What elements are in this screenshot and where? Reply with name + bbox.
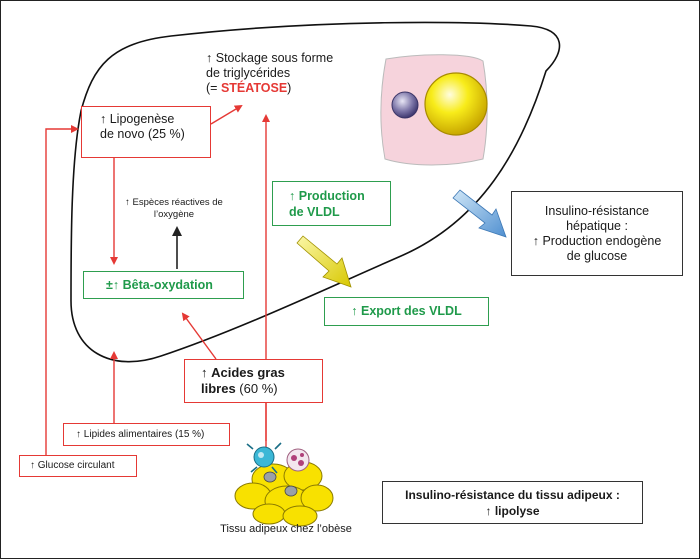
hepatic-line2: hépatique : — [566, 219, 628, 233]
arrow-lipogenesis-to-storage — [210, 104, 243, 125]
storage-line1: Stockage sous forme — [215, 51, 334, 65]
hepatic-line1: Insulino-résistance — [544, 204, 650, 218]
ros-line1: Espèces réactives de — [132, 197, 223, 208]
adipose-tissue-illustration — [234, 442, 334, 527]
up-arrow-icon: ↑ — [206, 51, 213, 65]
lipogenesis-line1: Lipogenèse — [109, 112, 175, 126]
lipid-droplet — [424, 72, 488, 136]
circulating-glucose-box: ↑ Glucose circulant — [19, 455, 137, 477]
adipose-insulin-resistance-box: Insulino-résistance du tissu adipeux : ↑… — [382, 481, 643, 524]
vldl-production-line1: Production — [298, 189, 365, 203]
lipogenesis-box: ↑ Lipogenèse de novo (25 %) — [81, 106, 211, 158]
beta-oxidation-label: Bêta-oxydation — [122, 278, 213, 292]
storage-paren-close: ) — [287, 81, 292, 95]
vldl-export-box: ↑ Export des VLDL — [324, 297, 489, 326]
plus-minus-up-arrow-icon: ±↑ — [106, 278, 120, 292]
yellow-arrow — [296, 235, 352, 288]
blue-arrow — [452, 189, 507, 238]
arrow-fa-to-beta — [181, 312, 217, 360]
ros-line2: l’oxygène — [153, 209, 195, 220]
hepatic-line4: de glucose — [566, 249, 628, 263]
dietary-lipids-box: ↑ Lipides alimentaires (15 %) — [63, 423, 230, 446]
vldl-production-line2: de VLDL — [289, 205, 340, 219]
up-arrow-icon: ↑ — [201, 365, 208, 380]
ros-label: ↑ Espèces réactives de l’oxygène — [119, 197, 229, 221]
up-arrow-icon: ↑ — [125, 197, 130, 208]
up-arrow-icon: ↑ — [100, 112, 107, 126]
hepatic-insulin-resistance-box: Insulino-résistance hépatique : ↑ Produc… — [511, 191, 683, 276]
up-arrow-icon: ↑ — [76, 429, 81, 440]
circulating-glucose-label: Glucose circulant — [37, 460, 115, 471]
up-arrow-icon: ↑ — [30, 460, 35, 471]
fatty-acids-percent: (60 %) — [235, 381, 278, 396]
storage-line2: de triglycérides — [206, 66, 291, 80]
free-fatty-acids-box: ↑ Acides gras libres (60 %) — [184, 359, 323, 403]
lipogenesis-line2: de novo (25 %) — [100, 127, 185, 141]
storage-label: ↑ Stockage sous forme de triglycérides (… — [206, 51, 333, 96]
fatty-acids-line1: Acides gras — [211, 365, 285, 380]
up-arrow-icon: ↑ — [289, 189, 296, 203]
adipose-line1: Insulino-résistance du tissu adipeux : — [405, 488, 620, 502]
adipose-line2: lipolyse — [494, 504, 540, 518]
nucleus — [391, 91, 419, 119]
up-arrow-icon: ↑ — [485, 504, 492, 518]
vldl-production-box: ↑ Production de VLDL — [272, 181, 391, 226]
dietary-lipids-label: Lipides alimentaires (15 %) — [83, 429, 205, 440]
liver-outline — [70, 21, 561, 363]
up-arrow-icon: ↑ — [532, 234, 539, 248]
vldl-export-label: Export des VLDL — [361, 304, 462, 318]
beta-oxidation-box: ±↑ Bêta-oxydation — [83, 271, 244, 299]
storage-paren-open: (= — [206, 81, 221, 95]
adipose-caption: Tissu adipeux chez l’obèse — [220, 523, 352, 535]
steatose-label: STÉATOSE — [220, 81, 288, 95]
up-arrow-icon: ↑ — [351, 304, 358, 318]
arrow-glucose-to-lipogenesis — [45, 125, 79, 457]
hepatic-line3: Production endogène — [542, 234, 662, 248]
fatty-acids-line2: libres — [201, 381, 236, 396]
